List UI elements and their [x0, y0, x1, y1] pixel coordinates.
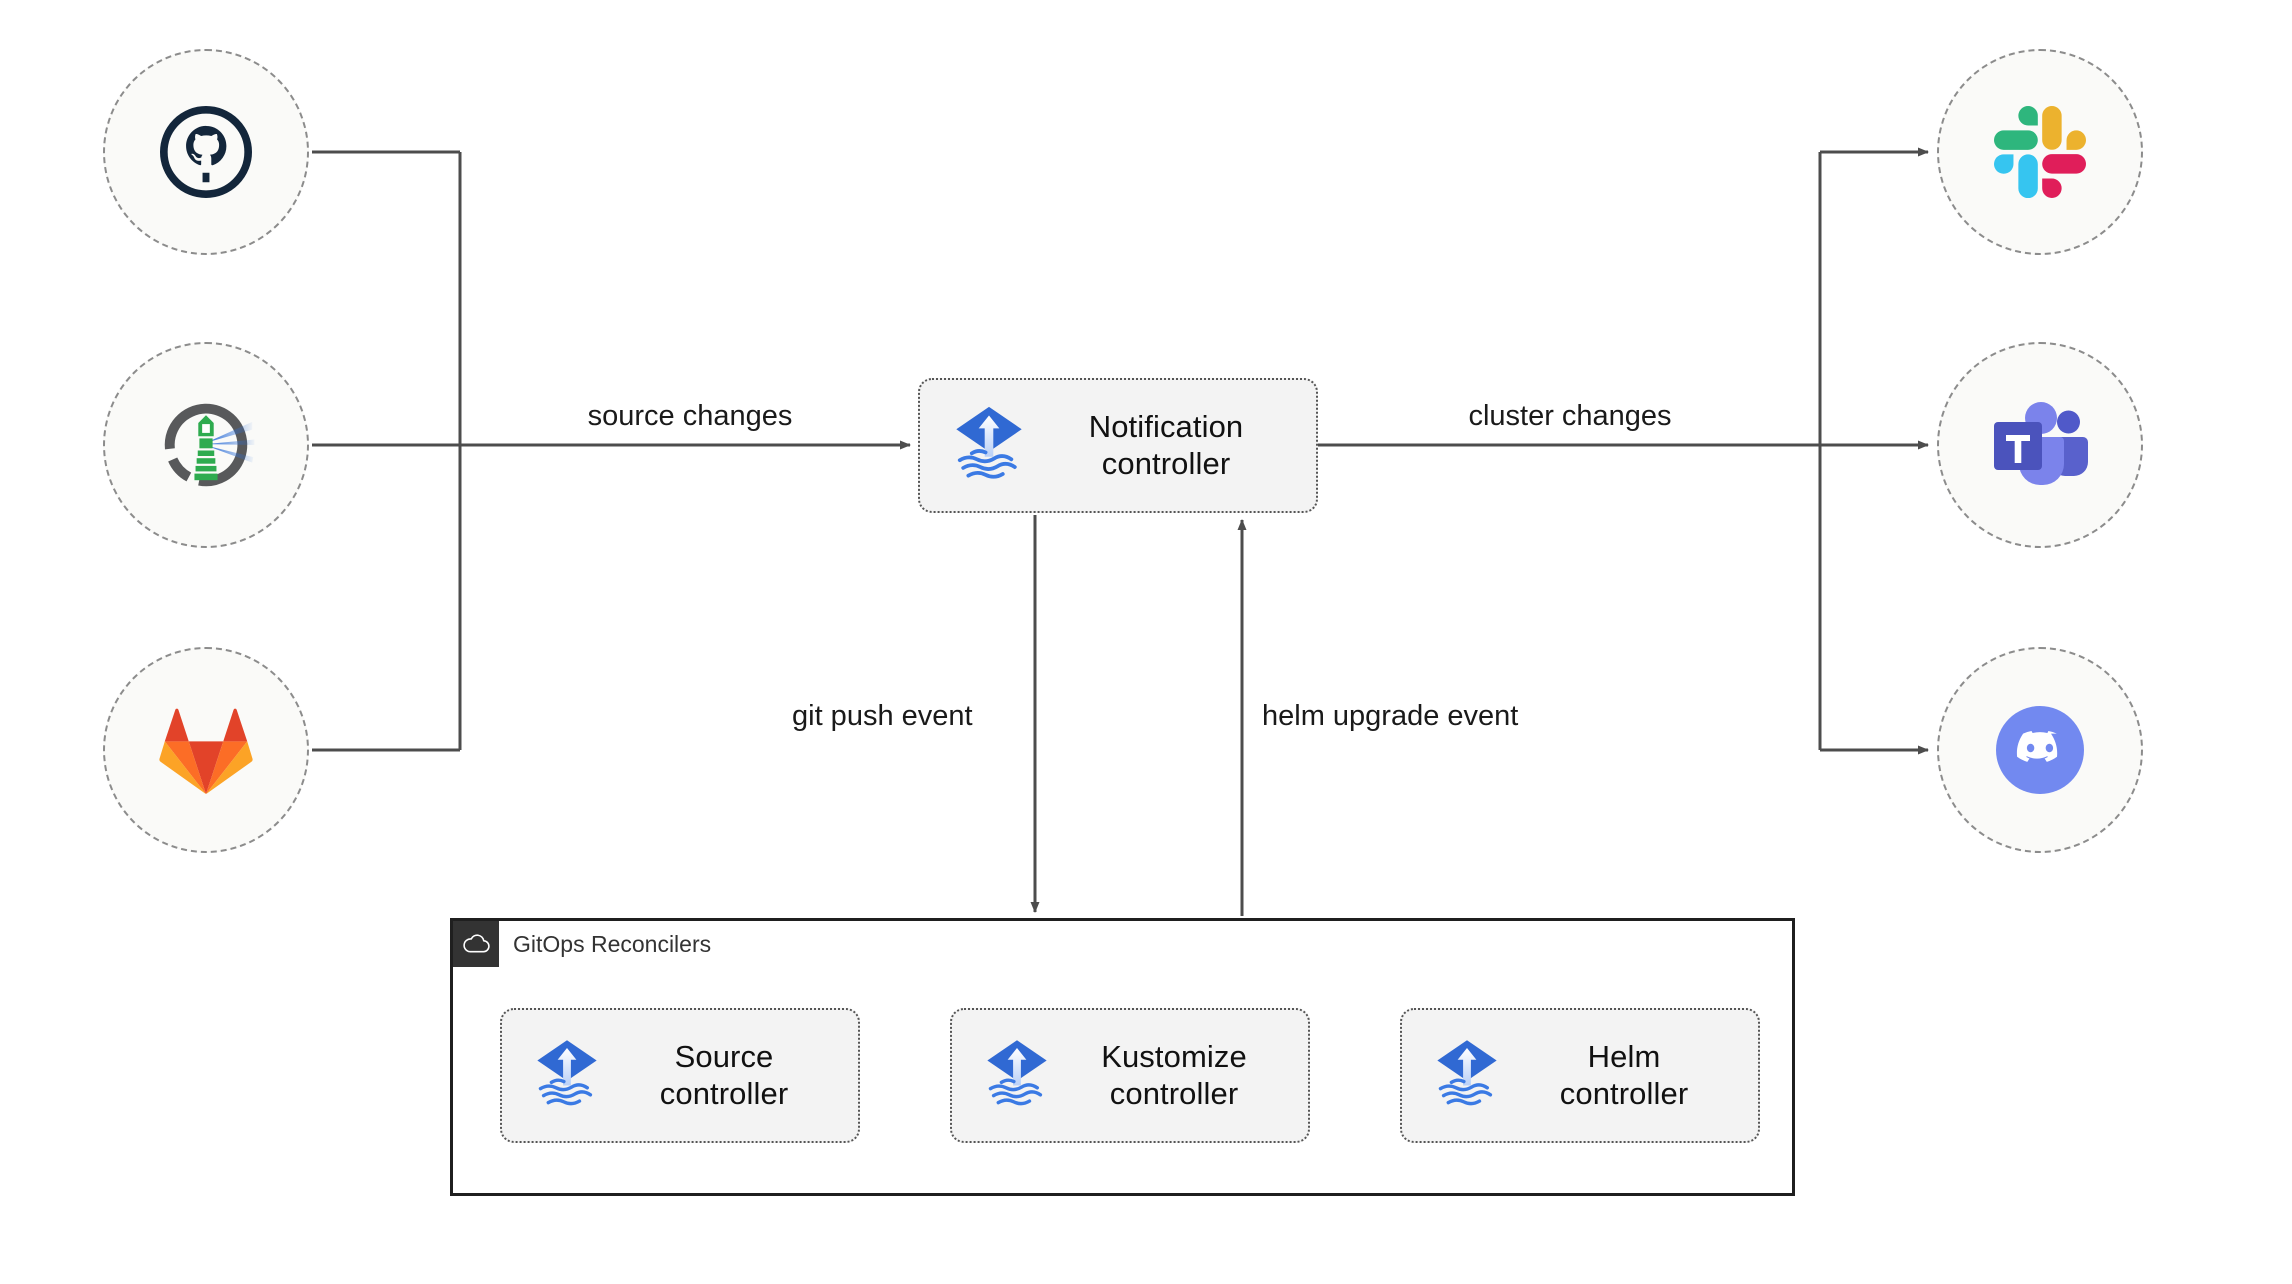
kustomize-controller-line1: Kustomize [1101, 1038, 1247, 1074]
flux-icon [946, 400, 1032, 491]
flux-icon [528, 1034, 606, 1117]
source-node-helm[interactable] [103, 342, 309, 548]
helm-controller-line2: controller [1559, 1075, 1689, 1111]
notification-controller-label: Notification controller [1032, 409, 1316, 482]
edge-label-source-changes: source changes [587, 400, 793, 432]
source-controller-line1: Source [674, 1038, 774, 1074]
destination-node-teams[interactable] [1937, 342, 2143, 548]
edge-label-cluster-changes: cluster changes [1468, 400, 1672, 432]
kustomize-controller-box[interactable]: Kustomize controller [950, 1008, 1310, 1143]
source-node-github[interactable] [103, 49, 309, 255]
slack-icon [1994, 106, 2086, 198]
helm-controller-box[interactable]: Helm controller [1400, 1008, 1760, 1143]
source-node-gitlab[interactable] [103, 647, 309, 853]
github-icon [160, 106, 252, 198]
cloud-icon [453, 921, 499, 967]
flux-icon [1428, 1034, 1506, 1117]
notification-controller-line2: controller [1101, 445, 1231, 481]
gitops-reconcilers-title: GitOps Reconcilers [513, 930, 712, 957]
source-controller-label: Source controller [606, 1039, 858, 1112]
notification-controller-box[interactable]: Notification controller [918, 378, 1318, 513]
destination-node-slack[interactable] [1937, 49, 2143, 255]
notification-controller-line1: Notification [1088, 408, 1244, 444]
source-controller-box[interactable]: Source controller [500, 1008, 860, 1143]
source-controller-line2: controller [659, 1075, 789, 1111]
msteams-icon [1989, 397, 2091, 493]
helm-controller-line1: Helm [1587, 1038, 1661, 1074]
kustomize-controller-label: Kustomize controller [1056, 1039, 1308, 1112]
discord-icon [1988, 698, 2092, 802]
gitops-reconcilers-header: GitOps Reconcilers [453, 921, 711, 967]
gitlab-icon [158, 704, 254, 796]
edge-label-git-push-event: git push event [792, 700, 973, 732]
destination-node-discord[interactable] [1937, 647, 2143, 853]
edge-label-helm-upgrade-event: helm upgrade event [1262, 700, 1519, 732]
flux-icon [978, 1034, 1056, 1117]
kustomize-controller-line2: controller [1109, 1075, 1239, 1111]
helm-icon [151, 390, 261, 500]
helm-controller-label: Helm controller [1506, 1039, 1758, 1112]
